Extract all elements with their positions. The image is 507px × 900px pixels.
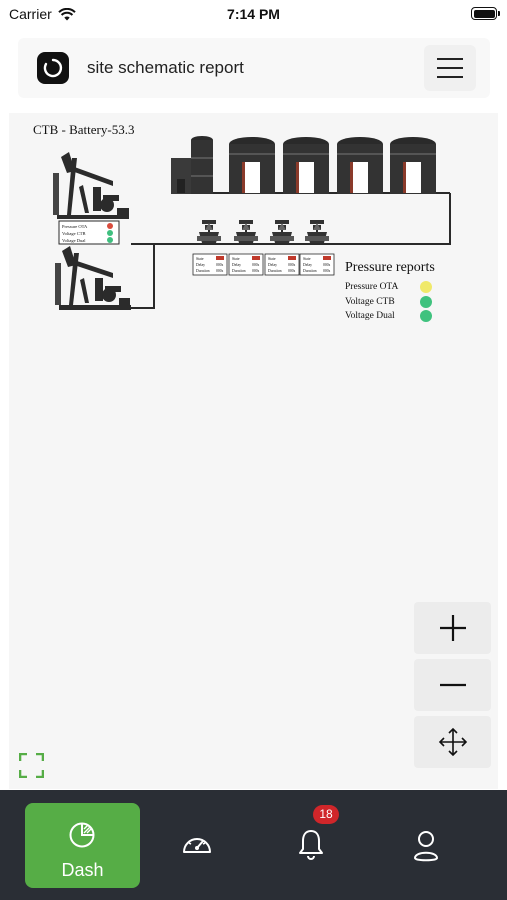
legend-label: Voltage CTB — [345, 296, 395, 307]
status-dot-icon — [420, 295, 432, 308]
plus-icon — [439, 615, 466, 641]
menu-bar-icon — [437, 67, 463, 69]
tank-2-icon — [283, 137, 329, 194]
valve-2-icon — [234, 220, 258, 243]
gauge-icon[interactable] — [181, 830, 213, 858]
status-dot-icon — [420, 281, 432, 294]
page-title: site schematic report — [87, 58, 244, 77]
bottom-tab-bar: Dash — [0, 790, 507, 900]
fullscreen-icon[interactable] — [19, 753, 44, 778]
move-arrows-icon — [438, 727, 467, 757]
schematic-canvas[interactable]: CTB - Battery-53.3 Pressure OTA Voltag — [9, 113, 498, 789]
carrier-label: Carrier — [9, 6, 52, 22]
svg-text:Pressure OTA: Pressure OTA — [62, 224, 88, 229]
status-bar: Carrier 7:14 PM — [0, 0, 507, 30]
tank-4-icon — [390, 137, 436, 194]
tank-1-icon — [229, 137, 275, 194]
svg-text:000s: 000s — [216, 269, 224, 273]
svg-text:Duration: Duration — [232, 269, 246, 273]
legend-label: Voltage Dual — [345, 311, 395, 322]
schematic-title: CTB - Battery-53.3 — [33, 122, 135, 137]
svg-text:000s: 000s — [252, 269, 260, 273]
valve-1-icon — [197, 220, 221, 243]
user-profile-icon[interactable] — [412, 828, 440, 862]
svg-text:Delay: Delay — [196, 263, 205, 267]
wifi-icon — [58, 7, 76, 20]
app-header: site schematic report — [18, 38, 490, 98]
svg-text:000s: 000s — [323, 269, 331, 273]
svg-text:Voltage Dual: Voltage Dual — [62, 238, 86, 243]
hamburger-menu-button[interactable] — [424, 45, 476, 91]
bell-icon[interactable] — [298, 828, 324, 862]
carrier-status: Carrier — [9, 6, 76, 22]
tab-dash[interactable]: Dash — [25, 803, 140, 888]
pie-chart-icon — [69, 822, 95, 848]
svg-text:State: State — [232, 257, 240, 261]
legend-item: Pressure OTA — [345, 280, 435, 295]
valve-4-icon — [305, 220, 329, 243]
pan-move-button[interactable] — [414, 716, 491, 768]
svg-text:Duration: Duration — [268, 269, 282, 273]
pumpjack-2-icon — [55, 246, 131, 310]
well-status-panel: Pressure OTA Voltage CTB Voltage Dual — [58, 220, 120, 245]
app-logo-icon[interactable] — [37, 52, 69, 84]
svg-text:Voltage CTB: Voltage CTB — [62, 231, 86, 236]
valve-3-icon — [270, 220, 294, 243]
svg-text:Delay: Delay — [268, 263, 277, 267]
svg-text:Duration: Duration — [196, 269, 210, 273]
status-time: 7:14 PM — [227, 6, 280, 22]
svg-text:000s: 000s — [252, 263, 260, 267]
zoom-out-button[interactable] — [414, 659, 491, 711]
schematic-diagram: Pressure OTA Voltage CTB Voltage Dual — [53, 136, 451, 310]
svg-text:000s: 000s — [288, 263, 296, 267]
svg-text:State: State — [196, 257, 204, 261]
svg-text:000s: 000s — [216, 263, 224, 267]
tank-3-icon — [337, 137, 383, 194]
svg-text:Duration: Duration — [303, 269, 317, 273]
status-dot-icon — [420, 310, 432, 323]
svg-text:000s: 000s — [323, 263, 331, 267]
svg-text:000s: 000s — [288, 269, 296, 273]
menu-bar-icon — [437, 76, 463, 78]
battery-icon — [471, 7, 500, 20]
legend-item: Voltage Dual — [345, 309, 435, 324]
svg-text:State: State — [303, 257, 311, 261]
minus-icon — [439, 683, 466, 687]
legend-item: Voltage CTB — [345, 295, 435, 310]
zoom-in-button[interactable] — [414, 602, 491, 654]
notification-count-badge: 18 — [313, 805, 339, 824]
storage-shed-icon — [171, 136, 213, 194]
tab-dash-label: Dash — [61, 860, 104, 880]
svg-text:State: State — [268, 257, 276, 261]
menu-bar-icon — [437, 58, 463, 60]
legend-title: Pressure reports — [345, 260, 435, 275]
legend-label: Pressure OTA — [345, 282, 399, 293]
pumpjack-1-icon — [53, 152, 129, 219]
pressure-legend: Pressure reports Pressure OTA Voltage CT… — [345, 260, 435, 324]
valve-icons — [197, 220, 329, 243]
svg-text:Delay: Delay — [232, 263, 241, 267]
svg-text:Delay: Delay — [303, 263, 312, 267]
